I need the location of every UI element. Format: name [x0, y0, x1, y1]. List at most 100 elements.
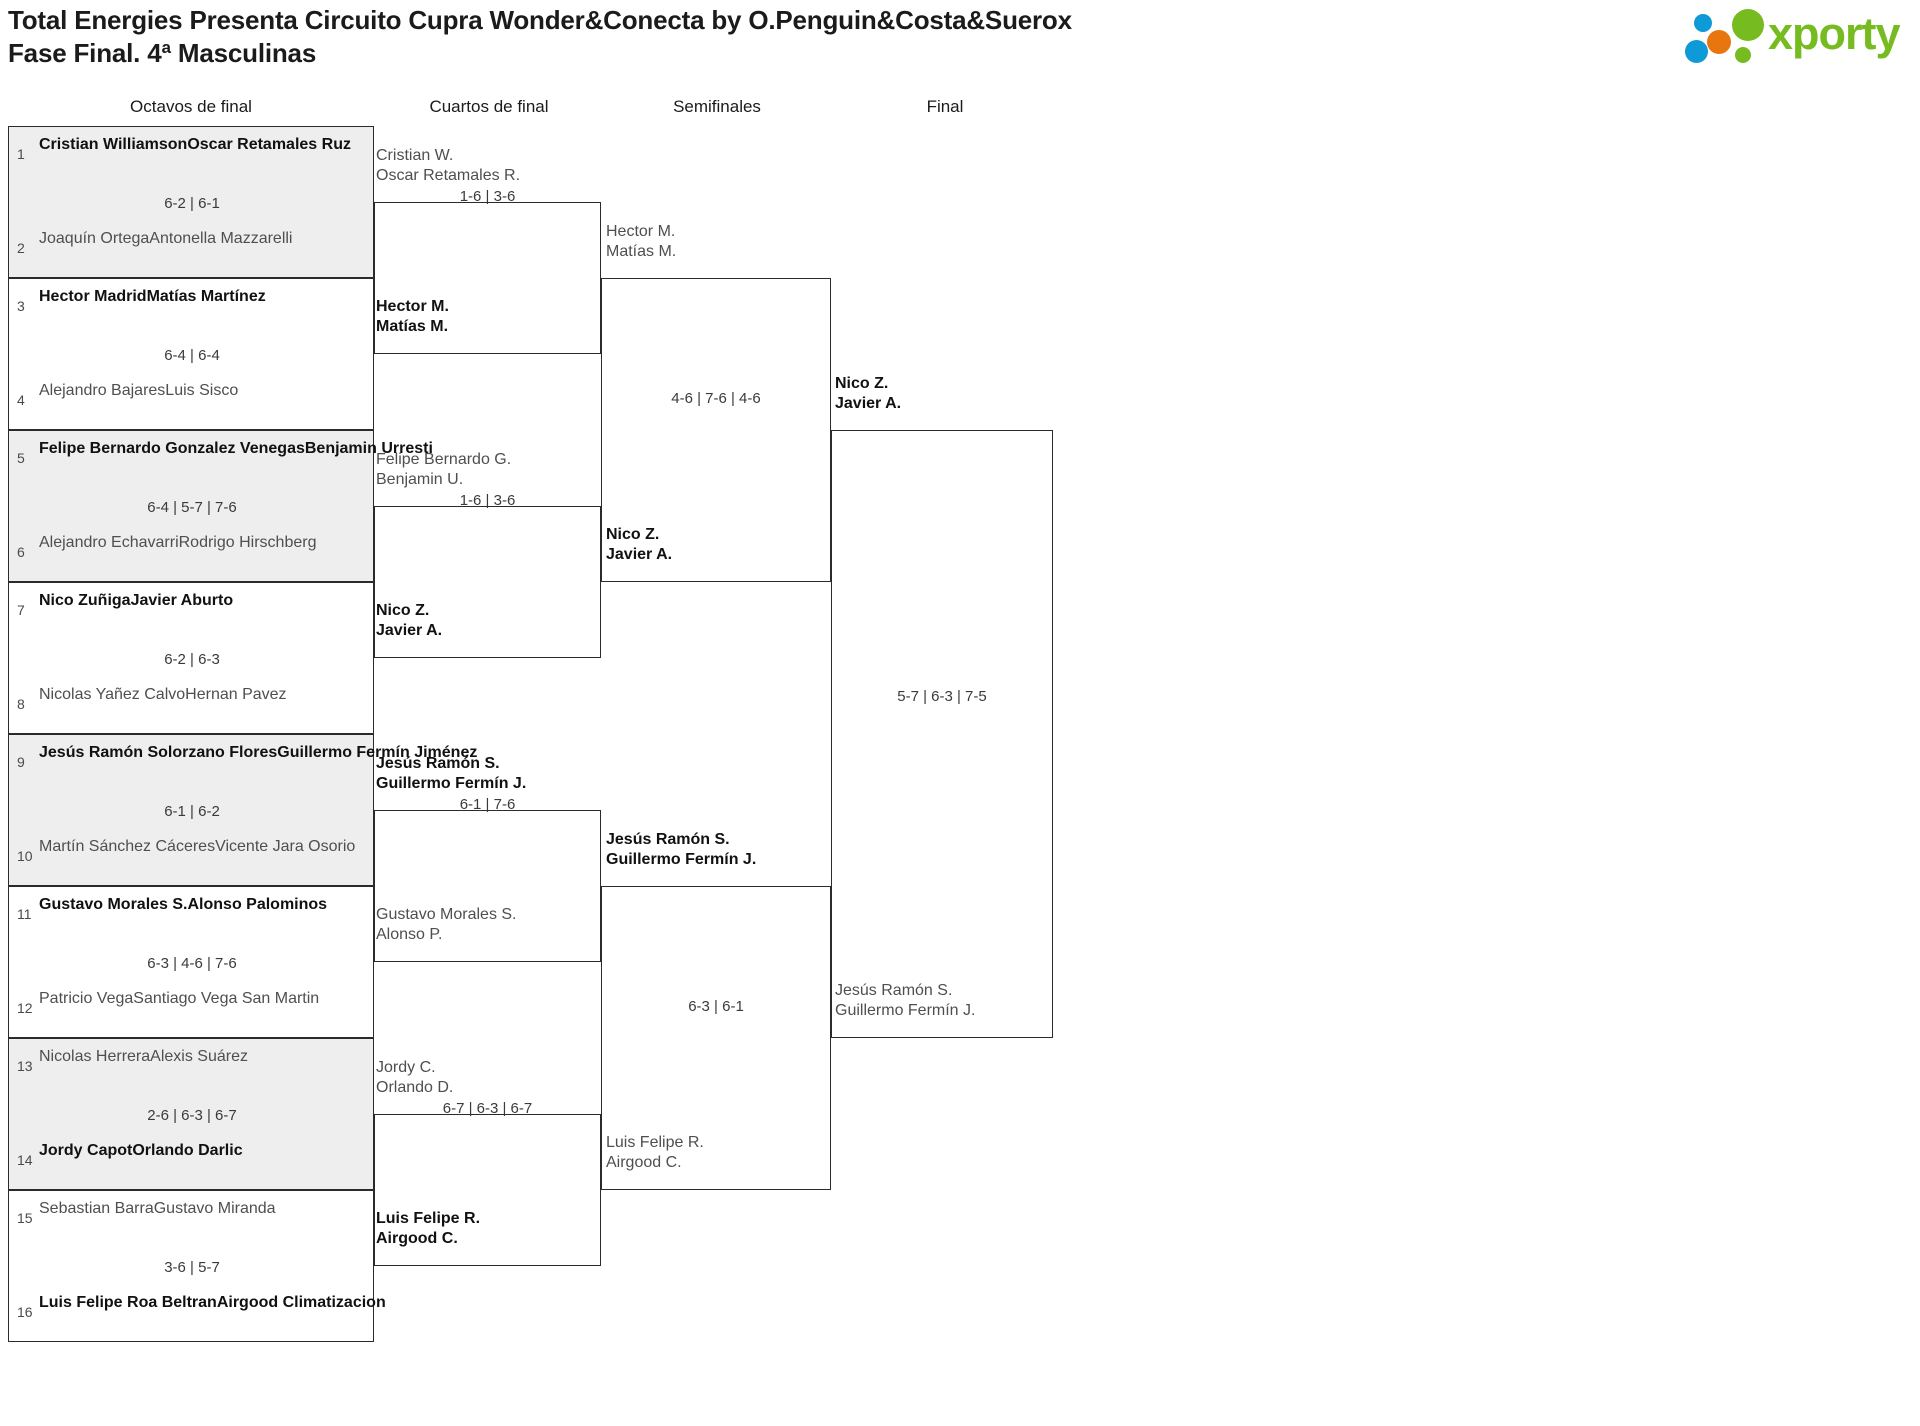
r3-match-2-team-top[interactable]: Jesús Ramón S.Guillermo Fermín J. — [606, 831, 757, 868]
seed-number: 13 — [17, 1058, 33, 1074]
r1-match-1-team-bottom[interactable]: 2 Joaquín OrtegaAntonella Mazzarelli — [9, 227, 375, 271]
r4-match-1-score: 5-7 | 6-3 | 7-5 — [897, 688, 987, 705]
team-names: Nicolas Yañez CalvoHernan Pavez — [39, 686, 287, 703]
r1-match-2[interactable]: 3 Hector MadridMatías Martínez 6-4 | 6-4… — [8, 278, 374, 430]
round-header-cuartos: Cuartos de final — [429, 97, 549, 116]
r1-match-8-score: 3-6 | 5-7 — [164, 1259, 220, 1276]
r2-match-4-box[interactable] — [374, 1114, 601, 1266]
team-names: Nico ZuñigaJavier Aburto — [39, 592, 234, 609]
title-block: Total Energies Presenta Circuito Cupra W… — [8, 4, 1408, 70]
seed-number: 5 — [17, 450, 25, 466]
r2-match-1-box[interactable] — [374, 202, 601, 354]
page-header: Total Energies Presenta Circuito Cupra W… — [0, 0, 1920, 72]
team-names: Jordy CapotOrlando Darlic — [39, 1142, 243, 1159]
logo-dot-blue-large — [1685, 40, 1708, 63]
r2-match-4-team-bottom[interactable]: Luis Felipe R.Airgood C. — [376, 1210, 481, 1247]
r1-match-4[interactable]: 7 Nico ZuñigaJavier Aburto 6-2 | 6-3 8 N… — [8, 582, 374, 734]
r1-match-7-score: 2-6 | 6-3 | 6-7 — [147, 1107, 237, 1124]
r1-match-6-team-top[interactable]: 11 Gustavo Morales S.Alonso Palominos — [9, 893, 375, 937]
seed-number: 14 — [17, 1152, 33, 1168]
r2-match-3-box[interactable] — [374, 810, 601, 962]
r3-match-2-box[interactable] — [601, 886, 831, 1190]
r2-match-1-score: 1-6 | 3-6 — [459, 188, 516, 205]
r1-match-5-score: 6-1 | 6-2 — [164, 803, 220, 820]
r1-match-3-score: 6-4 | 5-7 | 7-6 — [147, 499, 237, 516]
r1-match-6-score: 6-3 | 4-6 | 7-6 — [147, 955, 237, 972]
r1-match-8[interactable]: 15 Sebastian BarraGustavo Miranda 3-6 | … — [8, 1190, 386, 1342]
round-header-final: Final — [926, 97, 964, 116]
r1-match-5-team-bottom[interactable]: 10 Martín Sánchez CáceresVicente Jara Os… — [9, 835, 375, 879]
team-names: Patricio VegaSantiago Vega San Martin — [39, 990, 320, 1007]
seed-number: 1 — [17, 146, 25, 162]
r1-match-7-team-bottom[interactable]: 14 Jordy CapotOrlando Darlic — [9, 1139, 375, 1183]
team-names: Martín Sánchez CáceresVicente Jara Osori… — [39, 838, 356, 855]
logo-wordmark: xporty — [1768, 8, 1901, 59]
team-names: Cristian WilliamsonOscar Retamales Ruz — [39, 136, 351, 153]
r2-match-3-team-top[interactable]: Jesús Ramón S.Guillermo Fermín J. — [376, 755, 527, 792]
tournament-title-line-1: Total Energies Presenta Circuito Cupra W… — [8, 5, 1072, 35]
seed-number: 7 — [17, 602, 25, 618]
seed-number: 2 — [17, 240, 25, 256]
r4-match-1-box[interactable] — [831, 430, 1053, 1038]
r1-match-1-team-top[interactable]: 1 Cristian WilliamsonOscar Retamales Ruz — [9, 133, 375, 177]
r1-match-3[interactable]: 5 Felipe Bernardo Gonzalez VenegasBenjam… — [8, 430, 433, 582]
seed-number: 4 — [17, 392, 25, 408]
seed-number: 11 — [17, 906, 32, 922]
team-names: Sebastian BarraGustavo Miranda — [39, 1200, 276, 1217]
team-names: Alejandro EchavarriRodrigo Hirschberg — [39, 534, 317, 551]
team-names: Hector MadridMatías Martínez — [39, 288, 266, 305]
team-names: Joaquín OrtegaAntonella Mazzarelli — [39, 230, 293, 247]
r4-match-1-team-bottom[interactable]: Jesús Ramón S.Guillermo Fermín J. — [835, 982, 976, 1019]
seed-number: 6 — [17, 544, 25, 560]
r2-match-3-team-bottom[interactable]: Gustavo Morales S.Alonso P. — [376, 906, 517, 943]
r1-match-5-team-top[interactable]: 9 Jesús Ramón Solorzano FloresGuillermo … — [9, 741, 477, 785]
seed-number: 15 — [17, 1210, 33, 1226]
r1-match-8-team-top[interactable]: 15 Sebastian BarraGustavo Miranda — [9, 1197, 375, 1241]
logo-dot-green-large — [1732, 9, 1764, 41]
r2-match-2-team-top[interactable]: Felipe Bernardo G.Benjamin U. — [376, 451, 512, 488]
logo-dot-orange — [1707, 30, 1731, 54]
round-header-semifinales: Semifinales — [673, 97, 761, 116]
tournament-title-line-2: Fase Final. 4ª Masculinas — [8, 38, 317, 68]
seed-number: 16 — [17, 1304, 33, 1320]
xporty-logo[interactable]: xporty — [1678, 6, 1914, 64]
seed-number: 10 — [17, 848, 33, 864]
team-names: Alejandro BajaresLuis Sisco — [39, 382, 239, 399]
r2-match-4-score: 6-7 | 6-3 | 6-7 — [442, 1100, 533, 1117]
r3-match-2-score: 6-3 | 6-1 — [688, 998, 744, 1015]
r2-match-1-team-bottom[interactable]: Hector M.Matías M. — [376, 298, 449, 335]
r1-match-6-team-bottom[interactable]: 12 Patricio VegaSantiago Vega San Martin — [9, 987, 375, 1031]
r1-match-1[interactable]: 1 Cristian WilliamsonOscar Retamales Ruz… — [8, 126, 374, 278]
r1-match-2-team-bottom[interactable]: 4 Alejandro BajaresLuis Sisco — [9, 379, 375, 423]
r1-match-5[interactable]: 9 Jesús Ramón Solorzano FloresGuillermo … — [8, 734, 477, 886]
seed-number: 3 — [17, 298, 25, 314]
r1-match-2-score: 6-4 | 6-4 — [164, 347, 220, 364]
r2-match-2-team-bottom[interactable]: Nico Z.Javier A. — [376, 602, 443, 639]
r1-match-4-team-bottom[interactable]: 8 Nicolas Yañez CalvoHernan Pavez — [9, 683, 375, 727]
logo-dot-blue-small — [1694, 14, 1712, 32]
r1-match-4-team-top[interactable]: 7 Nico ZuñigaJavier Aburto — [9, 589, 375, 633]
r2-match-1-team-top[interactable]: Cristian W.Oscar Retamales R. — [376, 147, 521, 184]
r2-match-3-score: 6-1 | 7-6 — [459, 796, 516, 813]
r1-match-3-team-bottom[interactable]: 6 Alejandro EchavarriRodrigo Hirschberg — [9, 531, 375, 575]
r2-match-4-team-top[interactable]: Jordy C.Orlando D. — [376, 1059, 454, 1096]
r3-match-2-team-bottom[interactable]: Luis Felipe R.Airgood C. — [606, 1134, 704, 1171]
logo-dot-green-small — [1735, 47, 1751, 63]
r1-match-6[interactable]: 11 Gustavo Morales S.Alonso Palominos 6-… — [8, 886, 374, 1038]
seed-number: 9 — [17, 754, 25, 770]
r1-match-7[interactable]: 13 Nicolas HerreraAlexis Suárez 2-6 | 6-… — [8, 1038, 374, 1190]
r3-match-1-score: 4-6 | 7-6 | 4-6 — [671, 390, 761, 407]
r3-match-1-box[interactable] — [601, 278, 831, 582]
r1-match-3-team-top[interactable]: 5 Felipe Bernardo Gonzalez VenegasBenjam… — [9, 437, 433, 481]
r4-match-1-team-top[interactable]: Nico Z.Javier A. — [835, 375, 902, 412]
r1-match-7-team-top[interactable]: 13 Nicolas HerreraAlexis Suárez — [9, 1045, 375, 1089]
round-header-octavos: Octavos de final — [130, 97, 252, 116]
r2-match-2-score: 1-6 | 3-6 — [459, 492, 516, 509]
r1-match-2-team-top[interactable]: 3 Hector MadridMatías Martínez — [9, 285, 375, 329]
r3-match-1-team-bottom[interactable]: Nico Z.Javier A. — [606, 526, 673, 563]
r1-match-8-team-bottom[interactable]: 16 Luis Felipe Roa BeltranAirgood Climat… — [9, 1291, 386, 1335]
r2-match-2-box[interactable] — [374, 506, 601, 658]
r3-match-1-team-top[interactable]: Hector M.Matías M. — [606, 223, 677, 260]
team-names: Luis Felipe Roa BeltranAirgood Climatiza… — [39, 1294, 386, 1311]
